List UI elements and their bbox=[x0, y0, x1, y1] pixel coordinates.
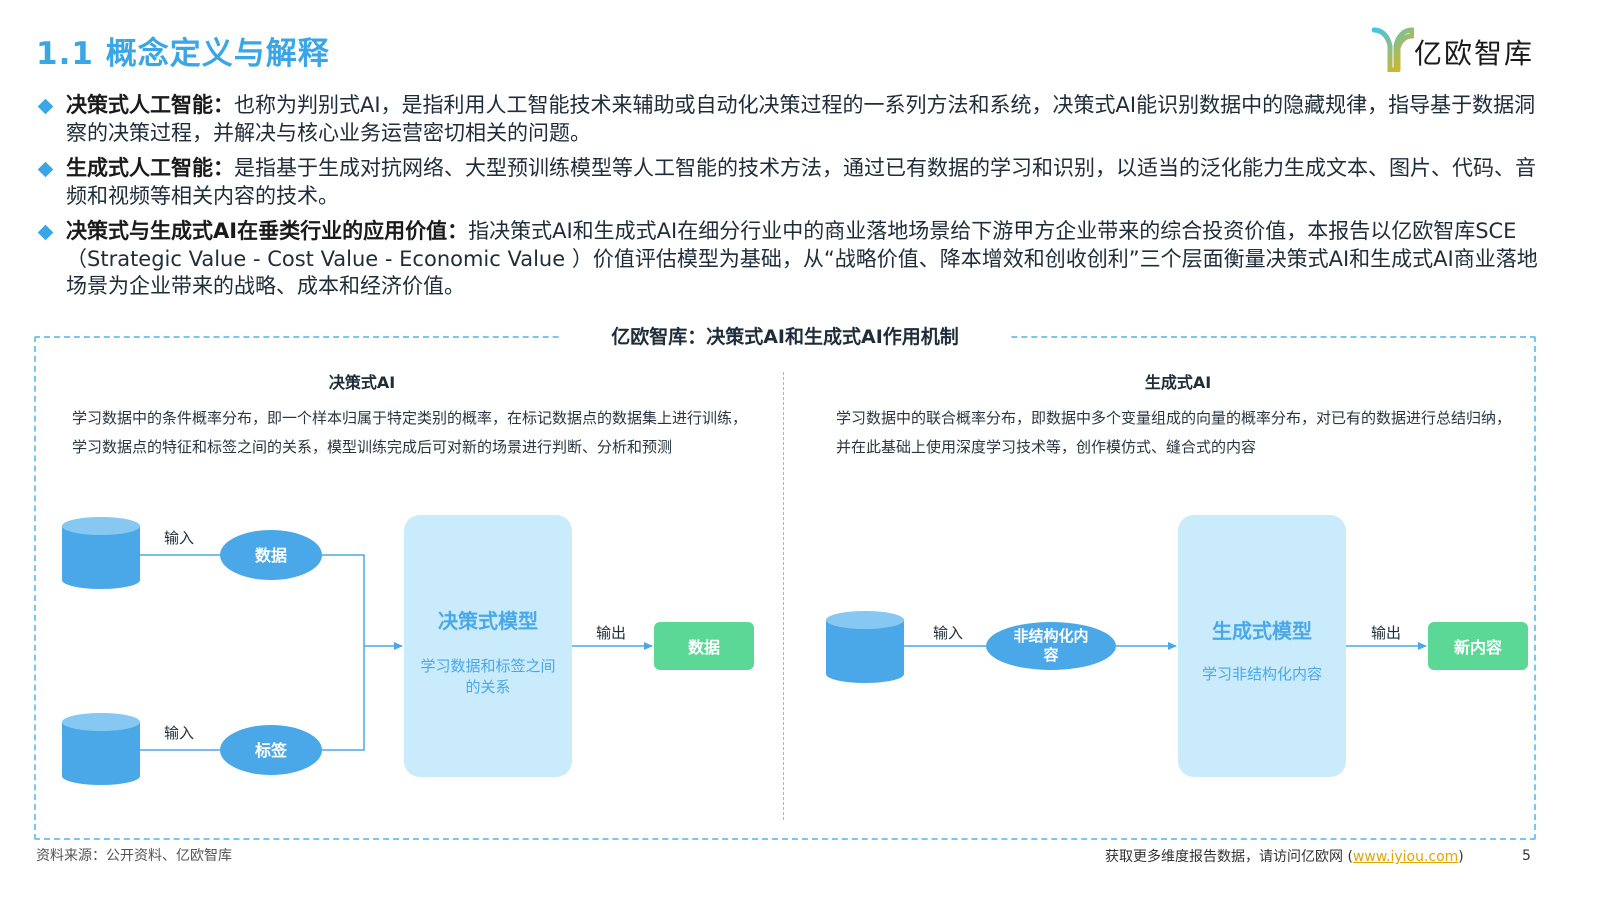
logo-text: 亿欧智库 bbox=[1414, 37, 1535, 70]
left-panel-desc: 学习数据中的条件概率分布，即一个样本归属于特定类别的概率，在标记数据点的数据集上… bbox=[72, 409, 748, 456]
definition-item: 生成式人工智能：是指基于生成对抗网络、大型预训练模型等人工智能的技术方法，通过已… bbox=[37, 155, 1538, 210]
output-data-node: 数据 bbox=[654, 622, 754, 670]
new-content-node: 新内容 bbox=[1428, 622, 1528, 670]
database-icon bbox=[62, 713, 140, 785]
decision-model-title: 决策式模型 bbox=[438, 609, 538, 633]
diagram-title: 亿欧智库：决策式AI和生成式AI作用机制 bbox=[611, 326, 959, 348]
definition-term: 决策式与生成式AI在垂类行业的应用价值： bbox=[66, 219, 469, 243]
definition-term: 生成式人工智能： bbox=[66, 156, 234, 180]
diamond-bullet-icon bbox=[37, 98, 54, 115]
unstructured-content-node: 非结构化内容 bbox=[986, 622, 1116, 670]
output-label: 输出 bbox=[596, 624, 627, 642]
definition-text: 也称为判别式AI，是指利用人工智能技术来辅助或自动化决策过程的一系列方法和系统，… bbox=[66, 93, 1536, 145]
footer-link[interactable]: www.iyiou.com bbox=[1352, 849, 1459, 865]
footer-cta: 获取更多维度报告数据，请访问亿欧网 (www.iyiou.com) bbox=[1105, 846, 1464, 866]
left-panel-title: 决策式AI bbox=[328, 373, 396, 392]
database-icon bbox=[826, 611, 904, 683]
footer-cta-text: 获取更多维度报告数据，请访问亿欧网 ( bbox=[1105, 849, 1353, 865]
output-label: 输出 bbox=[1371, 624, 1402, 642]
definition-item: 决策式与生成式AI在垂类行业的应用价值：指决策式AI和生成式AI在细分行业中的商… bbox=[37, 218, 1538, 301]
data-node: 数据 bbox=[220, 530, 322, 580]
footer-cta-end: ) bbox=[1458, 849, 1464, 865]
panel-divider bbox=[783, 372, 784, 820]
input-label: 输入 bbox=[164, 724, 195, 742]
generative-model-subtitle: 学习非结构化内容 bbox=[1201, 665, 1322, 683]
decision-model-subtitle: 学习数据和标签之间的关系 bbox=[420, 657, 556, 696]
generative-model-title: 生成式模型 bbox=[1212, 619, 1312, 643]
decision-model-box: 决策式模型 学习数据和标签之间的关系 bbox=[404, 515, 572, 777]
database-icon bbox=[62, 517, 140, 589]
input-label: 输入 bbox=[933, 624, 964, 642]
definition-item: 决策式人工智能：也称为判别式AI，是指利用人工智能技术来辅助或自动化决策过程的一… bbox=[37, 92, 1538, 147]
generative-model-box: 生成式模型 学习非结构化内容 bbox=[1178, 515, 1346, 777]
definition-text: 是指基于生成对抗网络、大型预训练模型等人工智能的技术方法，通过已有数据的学习和识… bbox=[66, 156, 1536, 208]
diagram-title-wrap: 亿欧智库：决策式AI和生成式AI作用机制 bbox=[560, 322, 1010, 352]
definition-text: 指决策式AI和生成式AI在细分行业中的商业落地场景给下游甲方企业带来的综合投资价… bbox=[66, 219, 1538, 298]
diamond-bullet-icon bbox=[37, 161, 54, 178]
logo-mark-icon bbox=[1372, 27, 1414, 72]
source-note: 资料来源：公开资料、亿欧智库 bbox=[36, 848, 232, 864]
page-number: 5 bbox=[1522, 848, 1531, 864]
diamond-bullet-icon bbox=[37, 224, 54, 241]
page-title: 1.1 概念定义与解释 bbox=[36, 36, 330, 72]
label-node: 标签 bbox=[220, 725, 322, 775]
right-panel-title: 生成式AI bbox=[1144, 373, 1212, 392]
definition-list: 决策式人工智能：也称为判别式AI，是指利用人工智能技术来辅助或自动化决策过程的一… bbox=[37, 92, 1538, 309]
definition-term: 决策式人工智能： bbox=[66, 93, 234, 117]
logo: 亿欧智库 bbox=[1372, 22, 1542, 74]
right-panel-desc: 学习数据中的联合概率分布，即数据中多个变量组成的向量的概率分布，对已有的数据进行… bbox=[836, 409, 1512, 456]
input-label: 输入 bbox=[164, 529, 195, 547]
